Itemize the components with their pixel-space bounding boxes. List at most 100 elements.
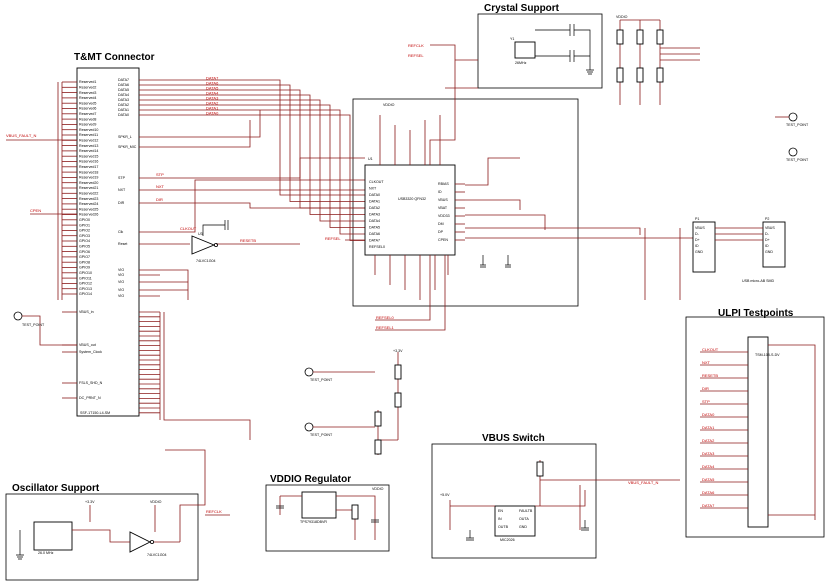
nxt-label: NXT — [156, 184, 165, 189]
tmt-connector-body — [76, 67, 140, 417]
svg-text:TEST_POINT: TEST_POINT — [786, 123, 809, 127]
vbus-switch-box — [431, 443, 597, 559]
tmt-right-pin-label: Clk — [118, 230, 123, 234]
vbus-switch-ic — [494, 505, 536, 537]
tmt-left-pin-label: Reserved6 — [79, 107, 96, 111]
tmt-bottom-pin-label: DC_PRNT_N — [79, 396, 101, 400]
buffer-u3-part: 74LVC1G04 — [196, 259, 216, 263]
tmt-right-pin-label: DIR — [118, 201, 125, 205]
usb3320-left-pin-label: DATA6 — [369, 232, 380, 236]
vbus-switch-title: VBUS Switch — [482, 433, 545, 444]
usb3320-right-pin-label: DP — [438, 230, 444, 234]
stp-label: STP — [156, 172, 164, 177]
usb-p1-pin-label: D- — [695, 232, 700, 236]
tmt-left-pin-label: GPIO14 — [79, 292, 92, 296]
tmt-left-pin-label: GPIO11 — [79, 276, 92, 280]
tmt-bottom-pin-label: System_Clock — [79, 350, 102, 354]
ulpi-pin-label: DATA4 — [702, 464, 715, 469]
cpen-label-left: CPEN — [30, 208, 41, 213]
vddio-regulator-ic — [301, 491, 337, 519]
svg-text:TEST_POINT: TEST_POINT — [310, 378, 333, 382]
ulpi-pin-label: DATA0 — [702, 412, 715, 417]
usb-connector-p1-ref: P1 — [695, 217, 699, 221]
data-bus-line — [160, 99, 365, 222]
tmt-right-pin-label: SPKR_MIC — [118, 145, 137, 149]
data-bus-label: DATA1 — [206, 106, 219, 111]
oscillator-support-title: Oscillator Support — [12, 483, 100, 494]
data-bus-label: DATA0 — [206, 111, 219, 116]
tmt-connector-title: T&MT Connector — [74, 52, 155, 63]
tmt-right-pin-label: DATA6 — [118, 83, 129, 87]
vbus-switch-pin-label: IN — [498, 517, 502, 521]
tmt-bottom-pin-label: VBUS_out — [79, 343, 96, 347]
tmt-right-pin-label: VIO — [118, 294, 124, 298]
clkout-wire — [160, 179, 365, 233]
tmt-right-pin-label: DATA4 — [118, 93, 129, 97]
tmt-left-pin-label: GPIO3 — [79, 234, 90, 238]
tmt-left-pin-label: Reserved26 — [79, 213, 98, 217]
vbus-caps — [466, 520, 589, 541]
tmt-right-pins: DATA7DATA6DATA5DATA4DATA3DATA2DATA1DATA0… — [118, 78, 160, 298]
osc-gnd — [16, 530, 24, 560]
tmt-left-pin-label: GPIO1 — [79, 223, 90, 227]
usb3320-right-pin-label: CPEN — [438, 238, 448, 242]
usb3320-part: USB3320 QFN32 — [398, 197, 426, 201]
test-point-tp1: TEST_POINT — [13, 311, 77, 346]
usb-p1-pin-label: D+ — [695, 238, 700, 242]
vbus-fault-label: VBUS_FAULT_N — [628, 480, 658, 485]
ulpi-pin-label: DATA1 — [702, 425, 715, 430]
usb3320-ref: U1 — [368, 157, 373, 161]
vbus-switch-pin-label: GND — [519, 525, 527, 529]
tmt-left-pin-label: GPIO12 — [79, 282, 92, 286]
usb-connector-p2 — [762, 221, 786, 268]
vddio-reg-caps — [276, 505, 379, 523]
tmt-left-pin-label: Reserved23 — [79, 197, 98, 201]
oscillator-freq: 26.0 MHz — [38, 551, 54, 555]
data-bus-line — [160, 109, 365, 235]
dir-wire — [160, 202, 365, 209]
tmt-bottom-pin-label: FSLS_SHD_N — [79, 381, 103, 385]
data-bus-line — [160, 114, 365, 241]
vbus-wires — [449, 460, 680, 530]
tmt-bottom-pins: VBUS_inVBUS_outSystem_ClockFSLS_SHD_NDC_… — [62, 310, 160, 414]
vbus-switch-part: MIC2026 — [500, 538, 515, 542]
reset-label: RESETB — [240, 238, 256, 243]
vddio-regulator-title: VDDIO Regulator — [270, 474, 351, 485]
tmt-connector-part: SSF-1T150-L4-SM — [80, 411, 110, 415]
usb-p2-pin-label: VBUS — [765, 226, 775, 230]
refclk-wire — [429, 44, 456, 165]
svg-text:+3.3V: +3.3V — [393, 349, 403, 353]
tmt-right-pin-label: NXT — [118, 188, 126, 192]
tmt-left-pin-label: Reserved20 — [79, 181, 98, 185]
crystal-wire — [445, 59, 478, 89]
tmt-left-pin-label: Reserved10 — [79, 128, 98, 132]
crystal-value: 26MHz — [515, 61, 527, 65]
usb-p2-pin-label: GND — [765, 250, 773, 254]
tmt-left-pin-label: GPIO4 — [79, 239, 90, 243]
ulpi-pin-label: CLKOUT — [702, 347, 719, 352]
svg-text:TEST_POINT: TEST_POINT — [22, 323, 45, 327]
tmt-left-pin-label: Reserved7 — [79, 112, 96, 116]
osc-v33-label: +3.3V — [85, 500, 95, 504]
tmt-left-pin-label: Reserved18 — [79, 170, 98, 174]
test-point-tp4: TEST_POINT — [304, 367, 375, 382]
tmt-left-pin-label: Reserved3 — [79, 91, 96, 95]
tmt-left-pin-label: Reserved16 — [79, 160, 98, 164]
vbus-switch-pin-label: OUTB — [498, 525, 509, 529]
tmt-left-pin-label: GPIO9 — [79, 266, 90, 270]
crystal-y1 — [514, 41, 536, 59]
crystal-gnd — [586, 69, 594, 75]
tmt-left-pin-label: GPIO5 — [79, 245, 90, 249]
tmt-left-pin-label: Reserved24 — [79, 202, 98, 206]
osc-buffer-bubble — [149, 540, 154, 545]
tmt-left-pin-label: GPIO2 — [79, 229, 90, 233]
ulpi-testpoints-title: ULPI Testpoints — [718, 308, 794, 319]
tmt-left-pin-label: Reserved4 — [79, 96, 96, 100]
data-bus-label: DATA2 — [206, 101, 219, 106]
usb3320-left-pin-label: DATA0 — [369, 193, 380, 197]
tmt-right-pin-label: DATA1 — [118, 108, 129, 112]
crystal-support-box — [477, 13, 603, 89]
tmt-left-pin-label: GPIO6 — [79, 250, 90, 254]
tmt-left-pin-label: Reserved21 — [79, 186, 98, 190]
ulpi-pin-label: STP — [702, 399, 710, 404]
